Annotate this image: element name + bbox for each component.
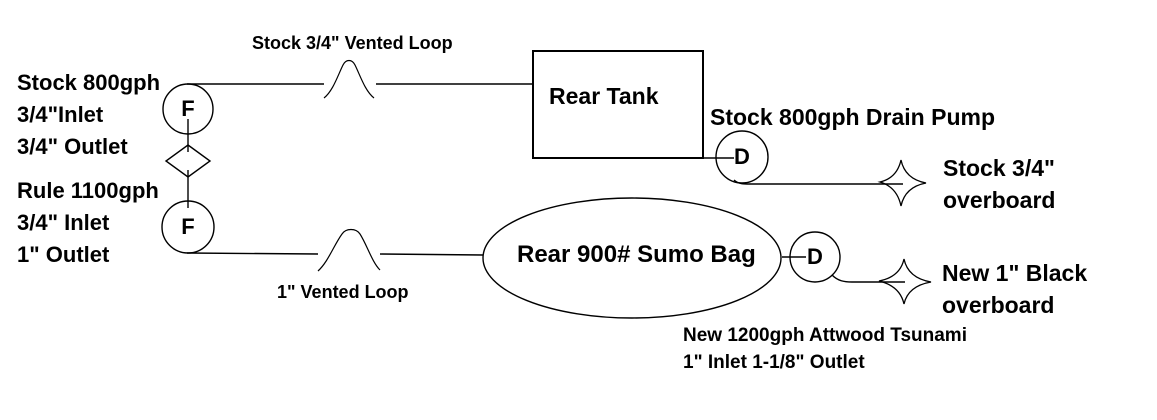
drain-pump-lower-label-line2: 1" Inlet 1-1/8" Outlet: [683, 352, 865, 373]
overboard-lower-label-line2: overboard: [942, 292, 1055, 318]
fill-pump-lower-letter: F: [181, 214, 195, 239]
fill-pump-upper-label-line3: 3/4" Outlet: [17, 134, 128, 159]
drain-pump-upper-label: Stock 800gph Drain Pump: [710, 104, 996, 130]
rear-tank-box: [532, 50, 704, 159]
pipe-lower-right: [379, 253, 484, 256]
drainpump-to-overboard-upper-line: [733, 179, 903, 185]
overboard-lower-label-line1: New 1" Black: [942, 260, 1088, 286]
fill-pump-lower-label-line3: 1" Outlet: [17, 242, 110, 267]
fill-pump-lower-label-line1: Rule 1100gph: [17, 178, 159, 203]
fill-pump-upper-label: Stock 800gph 3/4"Inlet 3/4" Outlet: [17, 67, 160, 163]
vented-loop-upper-label: Stock 3/4" Vented Loop: [252, 33, 453, 53]
drainpump-to-overboard-lower-line: [831, 274, 905, 283]
overboard-thruhull-icon-upper: [877, 159, 927, 207]
fill-pump-upper-letter: F: [181, 96, 195, 121]
fill-pump-lower-label: Rule 1100gph 3/4" Inlet 1" Outlet: [17, 175, 159, 271]
fill-pump-upper-label-line1: Stock 800gph: [17, 70, 161, 95]
overboard-lower-label: New 1" Black overboard: [942, 257, 1087, 321]
overboard-upper-label-line2: overboard: [943, 187, 1056, 213]
vented-loop-lower-symbol: [317, 228, 381, 272]
rear-tank-label: Rear Tank: [549, 83, 659, 109]
fill-pump-lower-label-line2: 3/4" Inlet: [17, 210, 110, 235]
sumo-bag-label: Rear 900# Sumo Bag: [517, 241, 756, 268]
drain-pump-lower-label-line1: New 1200gph Attwood Tsunami: [683, 325, 967, 346]
drain-pump-lower-label: New 1200gph Attwood Tsunami 1" Inlet 1-1…: [683, 322, 967, 376]
vented-loop-lower-label: 1" Vented Loop: [277, 282, 409, 302]
overboard-upper-label-line1: Stock 3/4": [943, 155, 1055, 181]
drain-pump-lower-letter: D: [807, 244, 823, 269]
fill-pump-upper-label-line2: 3/4"Inlet: [17, 102, 104, 127]
sumo-bag-ellipse: [482, 197, 782, 319]
pipe-lower-left: [186, 252, 319, 255]
vented-loop-upper-symbol: [323, 59, 375, 99]
overboard-upper-label: Stock 3/4" overboard: [943, 152, 1055, 216]
drain-pump-upper-letter: D: [734, 144, 750, 169]
